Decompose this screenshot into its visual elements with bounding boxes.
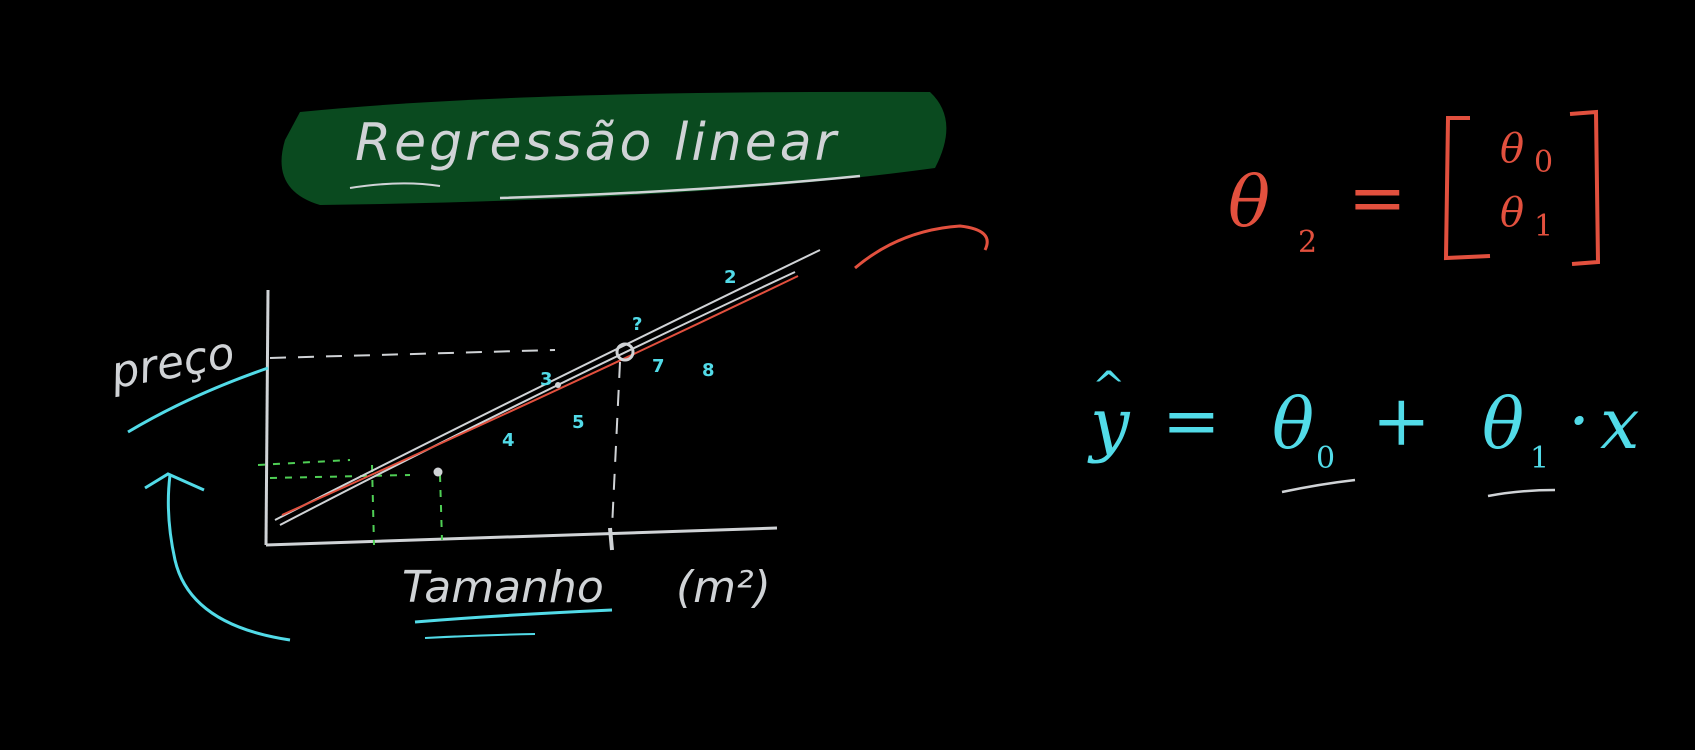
point-label-question: ? <box>632 314 642 335</box>
horizontal-guide <box>269 349 556 359</box>
point-label-8: 8 <box>702 360 715 381</box>
theta-lhs: θ <box>1228 161 1270 243</box>
vector-theta1-subscript: 1 <box>1534 209 1553 244</box>
y-label-underline <box>127 366 269 434</box>
vector-theta0-subscript: 0 <box>1534 145 1553 180</box>
x-label-underline-2 <box>424 633 536 639</box>
vector-theta1: θ <box>1500 190 1524 236</box>
equation-plus: + <box>1372 380 1431 462</box>
theta1-term: θ <box>1482 383 1524 465</box>
point-label-7: 7 <box>652 356 665 377</box>
data-points: ? 2 7 8 3 5 4 <box>433 267 737 477</box>
point-label-4: 4 <box>502 430 515 451</box>
chart-axes <box>264 289 778 551</box>
green-horizontal-guide <box>257 459 351 466</box>
green-vertical-guide-2 <box>439 474 443 541</box>
title-underline-2 <box>499 174 861 200</box>
question-point <box>615 342 635 362</box>
fit-line-red <box>281 275 799 516</box>
title-banner: Regressão linear <box>281 91 947 205</box>
parameter-vector: θ 2 = θ 0 θ 1 <box>1228 109 1601 266</box>
y-label-arrowhead <box>144 472 205 492</box>
green-guides <box>257 459 443 546</box>
red-arc-stroke <box>854 224 989 270</box>
theta1-subscript: 1 <box>1530 441 1549 476</box>
fit-line-gray-1 <box>274 249 821 521</box>
left-bracket <box>1443 116 1491 261</box>
y-hat: y <box>1087 383 1131 465</box>
x-axis-label: Tamanho <box>402 562 604 613</box>
theta0-subscript: 0 <box>1316 441 1335 476</box>
equation-dot: · <box>1568 380 1590 462</box>
theta0-underline <box>1281 478 1356 494</box>
green-vertical-guide <box>371 464 375 546</box>
green-horizontal-guide-2 <box>269 474 411 479</box>
vertical-guide <box>611 361 621 529</box>
guide-lines <box>269 349 621 529</box>
x-tick <box>608 527 614 551</box>
title-underline-1 <box>349 182 441 189</box>
theta1-underline <box>1487 488 1556 498</box>
fit-line-gray-2 <box>279 271 796 526</box>
vector-theta0: θ <box>1500 126 1524 172</box>
equation-equals: = <box>1162 380 1221 462</box>
params-equals: = <box>1348 157 1407 239</box>
y-hat-caret: ^ <box>1092 364 1126 410</box>
point-label-3: 3 <box>540 369 553 390</box>
x-axis <box>265 526 778 547</box>
hypothesis-equation: ^ y = θ 0 + θ 1 · x <box>1087 364 1639 498</box>
x-variable: x <box>1600 383 1639 465</box>
point-a <box>433 467 443 477</box>
y-label-arrow <box>166 474 291 642</box>
x-label-underline-1 <box>414 608 613 624</box>
title-text: Regressão linear <box>355 113 840 173</box>
point-label-2: 2 <box>724 267 737 288</box>
theta0-term: θ <box>1272 383 1314 465</box>
y-axis <box>264 289 270 546</box>
point-label-5: 5 <box>572 412 585 433</box>
regression-lines <box>274 249 821 526</box>
point-b <box>555 382 561 388</box>
theta-lhs-subscript: 2 <box>1298 225 1317 260</box>
right-bracket <box>1569 109 1601 266</box>
x-axis-unit: (m²) <box>676 562 771 613</box>
